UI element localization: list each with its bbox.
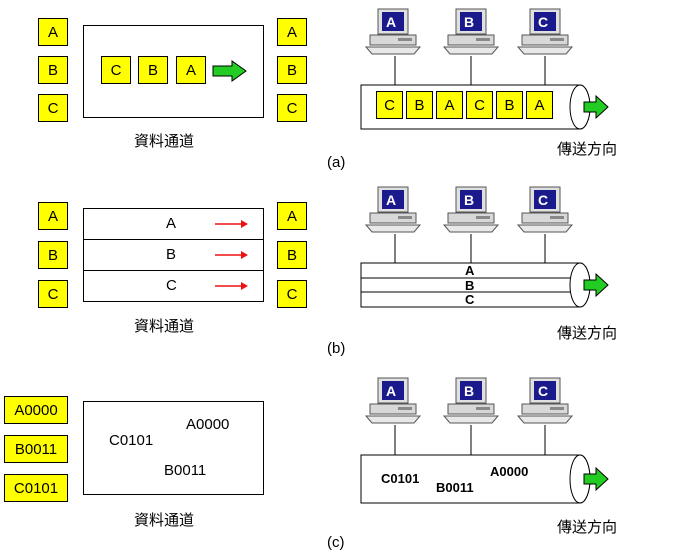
computer-label: B <box>464 192 475 208</box>
bus-lane-label: C <box>465 292 475 307</box>
computer-icon <box>516 186 574 233</box>
channel-caption: 資料通道 <box>134 512 195 529</box>
bus-lane-label: B <box>465 278 475 293</box>
panel-label: (a) <box>327 154 346 171</box>
red-arrow-icons <box>215 220 248 290</box>
source-box: C0101 <box>4 474 68 502</box>
computer-label: C <box>538 192 549 208</box>
bus-lane-label: A <box>465 263 475 278</box>
bus-cylinder <box>360 425 609 504</box>
destination-box-c: C <box>277 280 307 308</box>
destination-box-b: B <box>277 241 307 269</box>
bus-item: B0011 <box>436 480 474 495</box>
computer-icon <box>364 8 422 55</box>
lane-label: A <box>166 215 177 232</box>
source-box-b: B <box>38 241 68 269</box>
computer-label: A <box>386 192 397 208</box>
bus-item: C <box>466 91 493 119</box>
computer-icon <box>364 186 422 233</box>
bus-cylinder <box>360 234 609 308</box>
bus-item: A <box>526 91 553 119</box>
destination-box-a: A <box>277 202 307 230</box>
source-box: A0000 <box>4 396 68 424</box>
computer-icon <box>516 8 574 55</box>
panel-label: (c) <box>327 534 345 551</box>
channel-caption: 資料通道 <box>134 318 195 335</box>
lane-label: B <box>166 246 177 263</box>
source-box-b: B <box>38 56 68 84</box>
bus-item: C <box>376 91 403 119</box>
destination-box-a: A <box>277 18 307 46</box>
channel-item: C <box>101 56 131 84</box>
computer-label: B <box>464 14 475 30</box>
red-arrow-icon <box>215 251 248 259</box>
source-box-c: C <box>38 94 68 122</box>
source-box-a: A <box>38 18 68 46</box>
destination-box-b: B <box>277 56 307 84</box>
computer-label: A <box>386 383 397 399</box>
computer-icon <box>442 377 500 424</box>
bus-item: C0101 <box>381 471 420 486</box>
computer-label: C <box>538 14 549 30</box>
lane-divider <box>83 270 264 271</box>
direction-caption: 傳送方向 <box>557 141 618 158</box>
source-box-c: C <box>38 280 68 308</box>
data-channel <box>83 401 264 495</box>
channel-item: B0011 <box>164 462 207 479</box>
computer-label: A <box>386 14 397 30</box>
computer-label: B <box>464 383 475 399</box>
source-box-a: A <box>38 202 68 230</box>
bus-item: B <box>406 91 433 119</box>
direction-caption: 傳送方向 <box>557 519 618 536</box>
green-arrow-icon <box>212 60 247 82</box>
computer-icon <box>442 186 500 233</box>
panel-label: (b) <box>327 340 346 357</box>
bus-item: B <box>496 91 523 119</box>
bus-item: A <box>436 91 463 119</box>
direction-caption: 傳送方向 <box>557 325 618 342</box>
channel-item: A0000 <box>186 416 230 433</box>
bus-item: A0000 <box>490 464 529 479</box>
lane-label: C <box>166 277 177 294</box>
computer-icon <box>442 8 500 55</box>
computer-icon <box>364 377 422 424</box>
source-box: B0011 <box>4 435 68 463</box>
channel-item: B <box>138 56 168 84</box>
red-arrow-icon <box>215 282 248 290</box>
computer-icon <box>516 377 574 424</box>
channel-caption: 資料通道 <box>134 133 195 150</box>
red-arrow-icon <box>215 220 248 228</box>
channel-item: C0101 <box>109 432 154 449</box>
lane-divider <box>83 239 264 240</box>
computer-label: C <box>538 383 549 399</box>
destination-box-c: C <box>277 94 307 122</box>
channel-item: A <box>176 56 206 84</box>
